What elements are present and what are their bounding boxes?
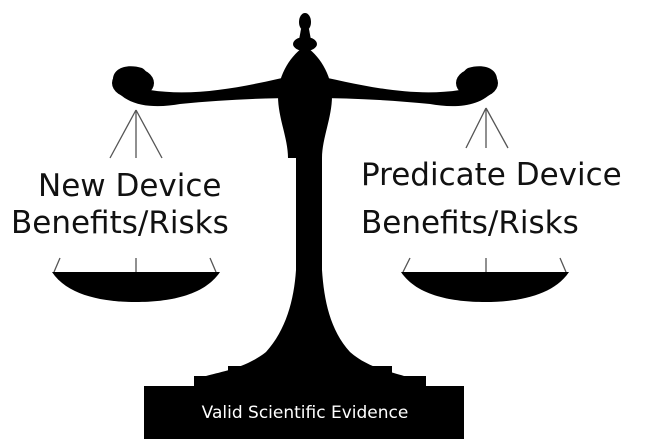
right-pan-label-line1: Predicate Device xyxy=(361,157,622,193)
left-pan-label-line1: New Device xyxy=(38,168,222,204)
left-pan xyxy=(52,272,220,302)
right-beam-knob xyxy=(456,68,498,98)
right-pan-label-line2: Benefits/Risks xyxy=(361,205,579,241)
right-pan xyxy=(401,272,569,302)
scale-column-head xyxy=(278,46,332,158)
left-lower-chains xyxy=(53,257,217,273)
left-upper-chains xyxy=(109,109,163,159)
scale-base-plinth xyxy=(144,386,464,439)
base-label: Valid Scientific Evidence xyxy=(201,403,409,423)
right-lower-chains xyxy=(402,257,567,273)
left-pan-label-line2: Benefits/Risks xyxy=(11,205,229,241)
right-upper-chains xyxy=(465,107,509,149)
scale-beam xyxy=(112,66,498,107)
scale-column-foot xyxy=(206,270,404,376)
scale-post xyxy=(296,150,322,280)
scale-finial xyxy=(293,13,317,51)
left-beam-knob xyxy=(112,68,154,98)
